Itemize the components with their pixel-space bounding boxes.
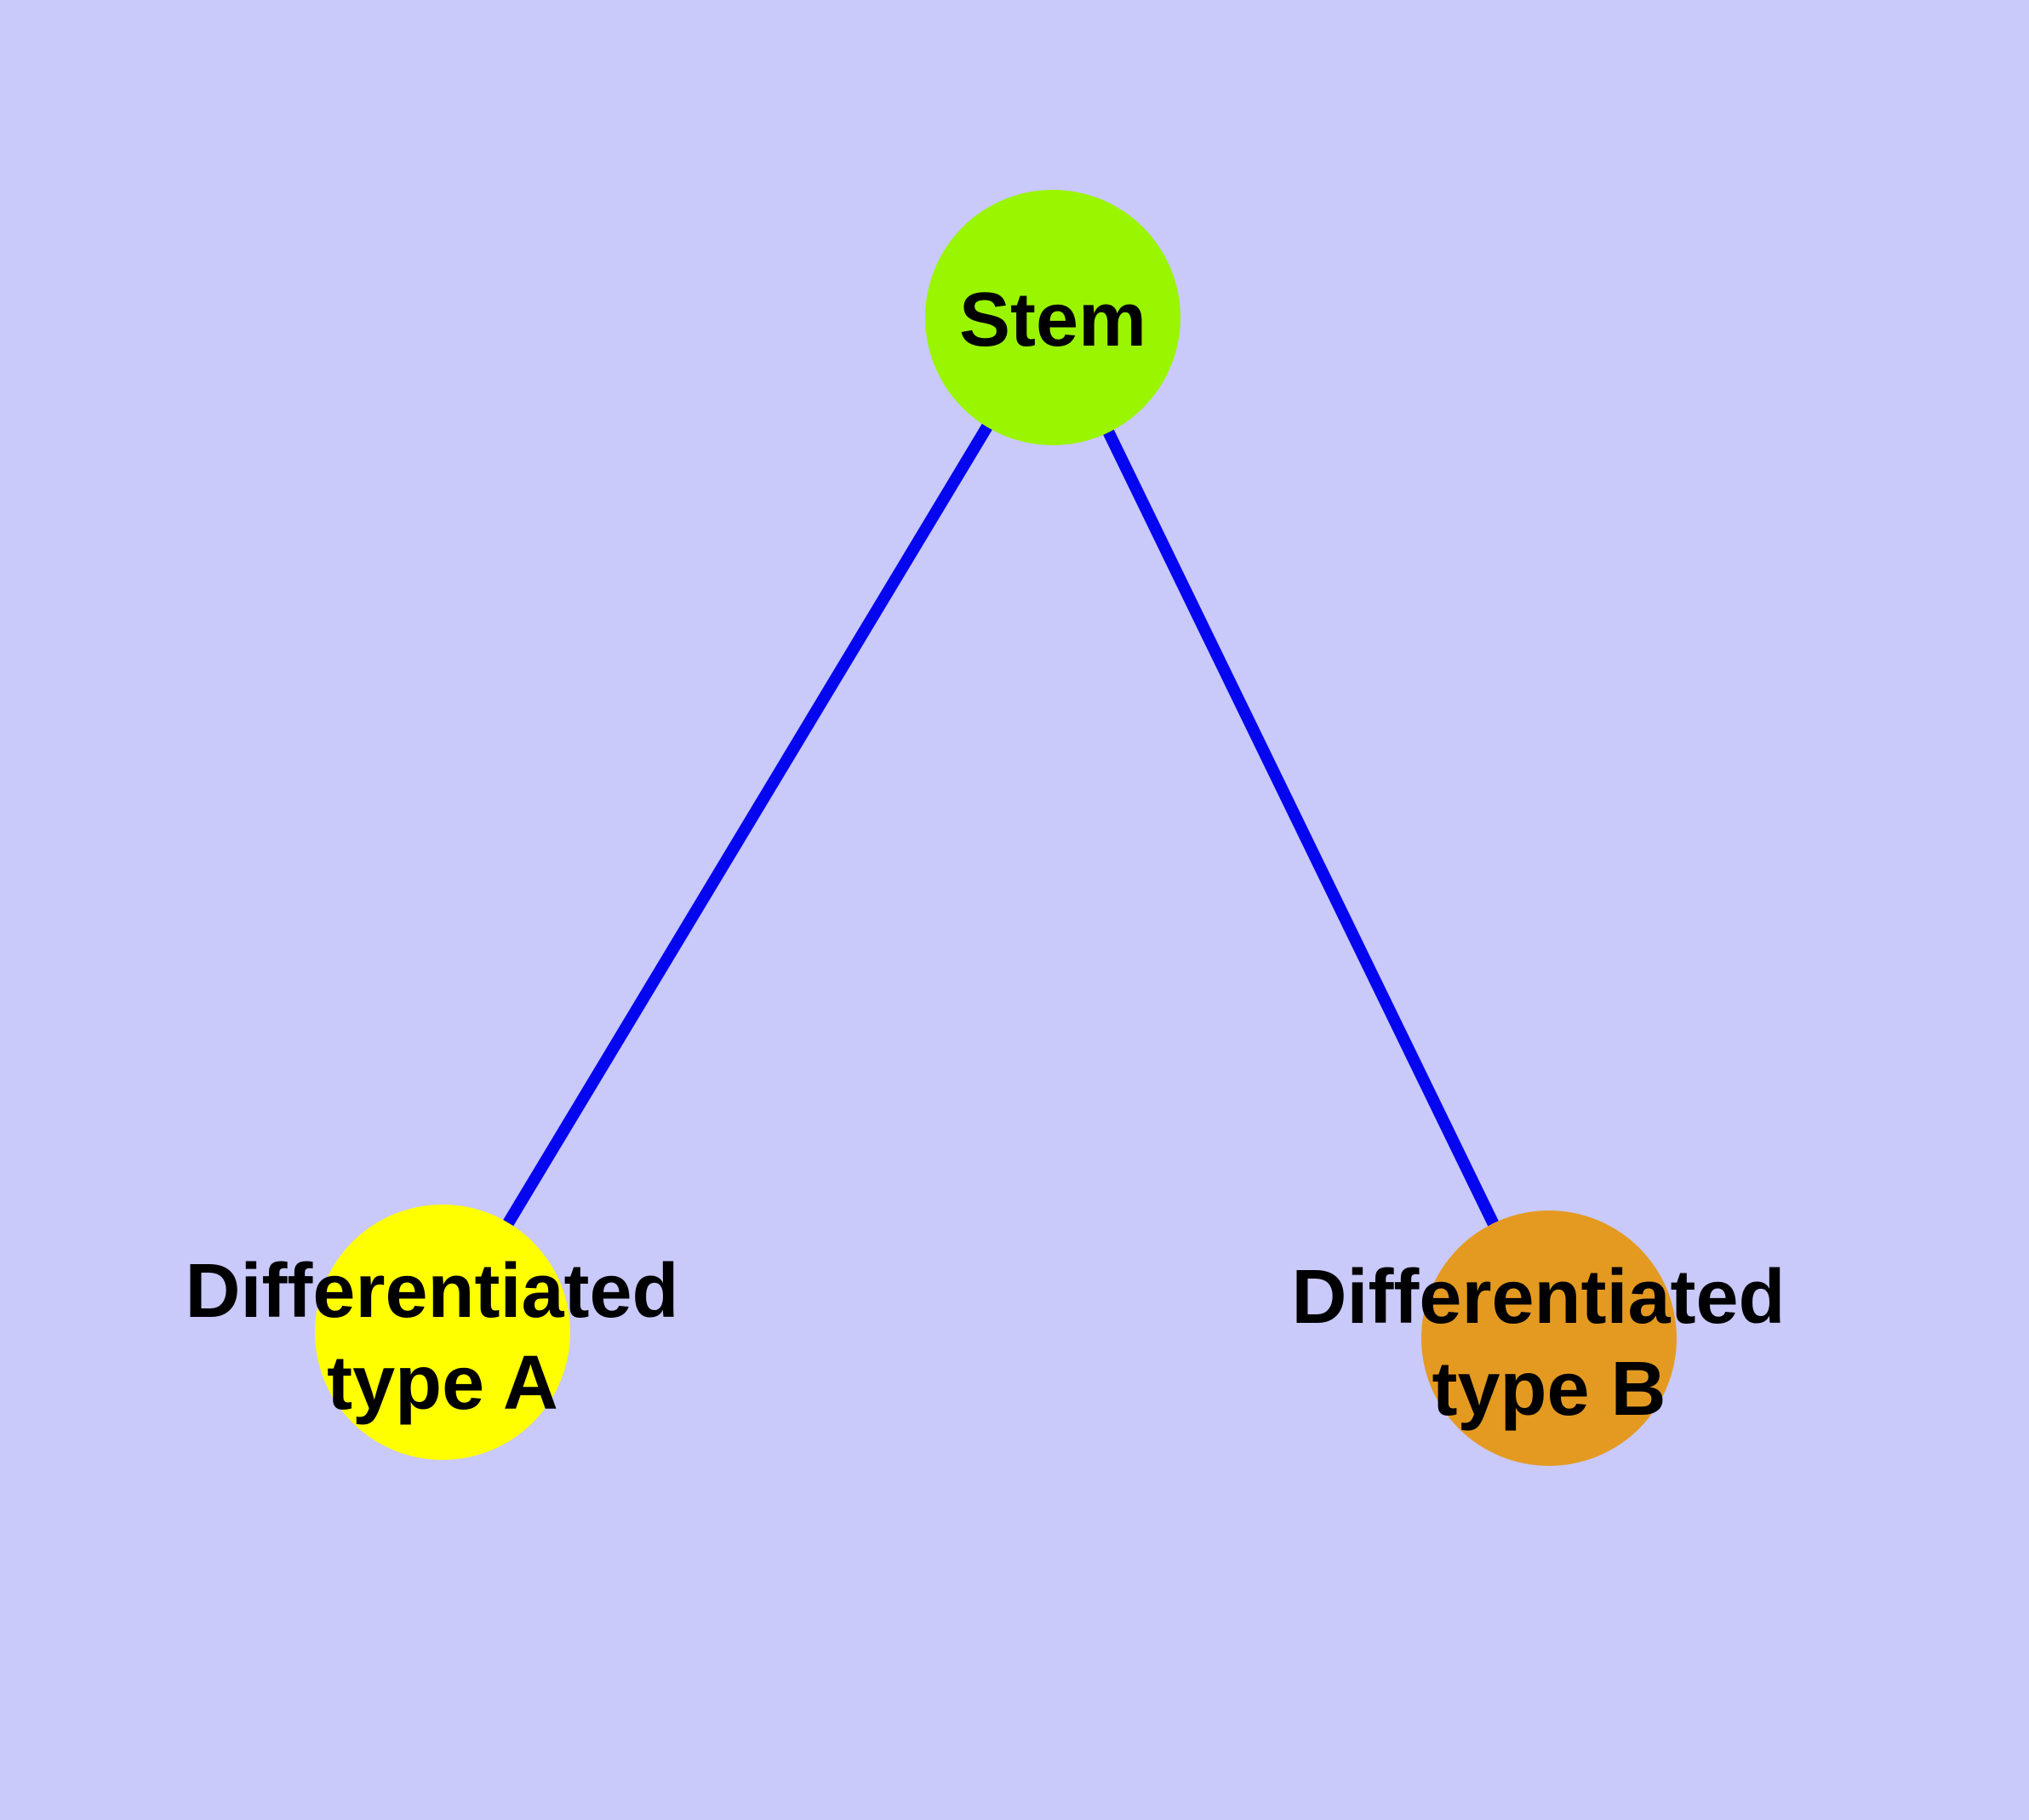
node-differentiated-type-b-label-line-1: Differentiated [1291, 1255, 1785, 1340]
node-differentiated-type-a-label-line-2: type A [327, 1341, 558, 1426]
node-stem-circle [925, 190, 1180, 445]
node-differentiated-type-b-label-line-2: type B [1432, 1347, 1666, 1432]
node-differentiated-type-a-circle [315, 1205, 570, 1460]
edge-stem-to-type-a [437, 314, 1058, 1336]
node-stem-label-line: Stem [959, 278, 1146, 363]
node-differentiated-type-a-label-line-1: Differentiated [185, 1249, 678, 1334]
node-differentiated-type-b-circle [1421, 1210, 1677, 1466]
node-differentiated-type-a-label: Differentiated type A [185, 1249, 700, 1426]
node-stem-label: Stem [959, 278, 1146, 363]
node-differentiated-type-b-label: Differentiated type B [1291, 1255, 1806, 1432]
edge-stem-to-type-b [1047, 314, 1555, 1342]
